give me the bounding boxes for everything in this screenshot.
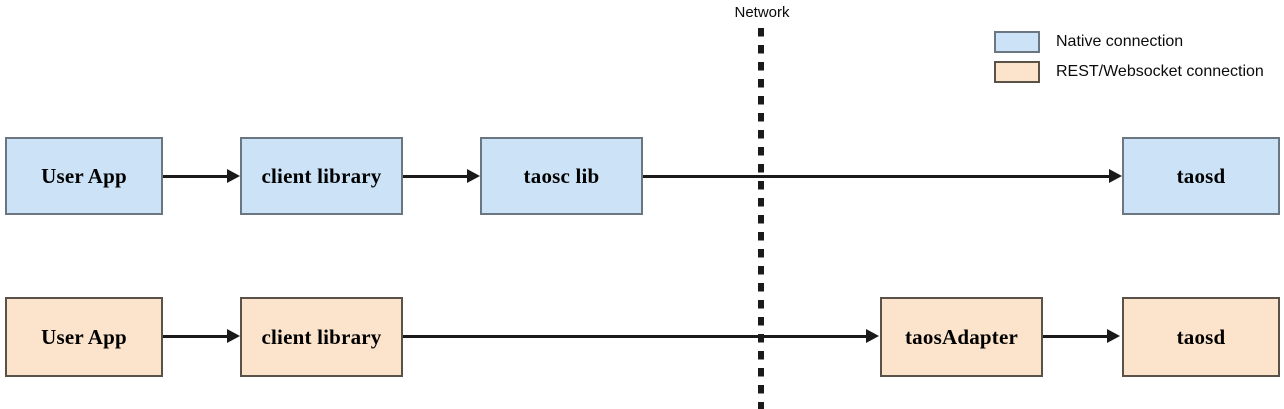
edge-native-clientlib-to-taosc — [403, 175, 469, 178]
network-label: Network — [734, 4, 790, 21]
edge-rest-taosadapter-to-taosd — [1043, 335, 1109, 338]
edge-rest-userapp-to-clientlib — [163, 335, 229, 338]
arrowhead-native-clientlib-icon — [227, 169, 240, 183]
node-native-user-app[interactable]: User App — [5, 137, 163, 215]
edge-native-taosc-to-taosd — [643, 175, 1113, 178]
node-native-client-library[interactable]: client library — [240, 137, 403, 215]
legend-swatch-rest-icon — [994, 61, 1040, 83]
node-rest-taosadapter[interactable]: taosAdapter — [880, 297, 1043, 377]
node-rest-user-app[interactable]: User App — [5, 297, 163, 377]
legend-item-rest: REST/Websocket connection — [994, 60, 1264, 84]
node-rest-taosd[interactable]: taosd — [1122, 297, 1280, 377]
node-native-taosd[interactable]: taosd — [1122, 137, 1280, 215]
legend-label-rest: REST/Websocket connection — [1056, 63, 1264, 80]
arrowhead-rest-taosadapter-icon — [866, 329, 879, 343]
network-dotted-line — [758, 28, 764, 409]
arrowhead-rest-clientlib-icon — [227, 329, 240, 343]
legend-label-native: Native connection — [1056, 33, 1184, 50]
edge-rest-clientlib-to-taosadapter — [403, 335, 870, 338]
arrowhead-native-taosc-icon — [467, 169, 480, 183]
node-native-taosc-lib[interactable]: taosc lib — [480, 137, 643, 215]
legend-swatch-native-icon — [994, 31, 1040, 53]
edge-native-userapp-to-clientlib — [163, 175, 229, 178]
legend-item-native: Native connection — [994, 30, 1183, 54]
node-rest-client-library[interactable]: client library — [240, 297, 403, 377]
arrowhead-rest-taosd-icon — [1107, 329, 1120, 343]
arrowhead-native-taosd-icon — [1109, 169, 1122, 183]
